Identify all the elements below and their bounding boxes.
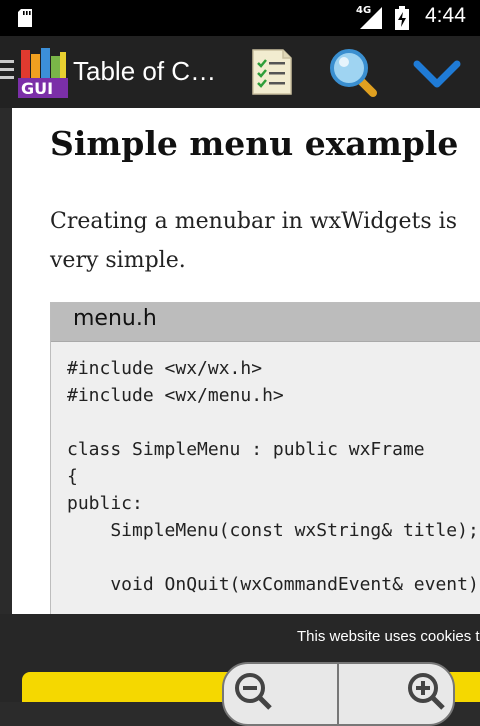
code-line: class SimpleMenu : public wxFrame — [67, 439, 425, 460]
sd-card-icon — [18, 9, 32, 27]
signal-icon: 4G — [352, 5, 386, 31]
article-heading: Simple menu example — [50, 124, 459, 163]
page-title-bar[interactable]: Table of C… — [73, 56, 217, 86]
code-line: public: — [67, 493, 143, 514]
zoom-out-button[interactable] — [222, 662, 340, 726]
zoom-in-button[interactable] — [337, 662, 455, 726]
contents-list-icon[interactable] — [247, 46, 297, 98]
battery-charging-icon — [395, 6, 409, 30]
zoom-in-icon — [408, 673, 445, 710]
clock: 4:44 — [425, 4, 466, 27]
intro-line-1: Creating a menubar in wxWidgets is — [50, 209, 457, 234]
code-line: void OnQuit(wxCommandEvent& event); — [67, 574, 480, 595]
status-bar: 4G 4:44 — [0, 0, 480, 36]
cookie-notice-text: This website uses cookies to ensure you … — [297, 628, 480, 645]
code-file-name: menu.h — [73, 306, 157, 331]
code-line: { — [67, 466, 78, 487]
nav-drawer-icon[interactable] — [0, 60, 14, 84]
app-logo-icon[interactable] — [18, 46, 68, 98]
code-listing: #include <wx/wx.h> #include <wx/menu.h> … — [67, 355, 480, 598]
search-icon[interactable] — [328, 46, 378, 98]
intro-paragraph: Creating a menubar in wxWidgets is very … — [50, 202, 480, 280]
app-logo-text: GUI — [21, 79, 54, 98]
code-block: menu.h #include <wx/wx.h> #include <wx/m… — [50, 302, 480, 614]
zoom-out-icon — [235, 673, 272, 710]
code-line: #include <wx/wx.h> — [67, 358, 263, 379]
chevron-down-icon[interactable] — [412, 46, 462, 98]
code-line: #include <wx/menu.h> — [67, 385, 284, 406]
code-line: SimpleMenu(const wxString& title); — [67, 520, 479, 541]
network-type-label: 4G — [356, 5, 372, 16]
code-file-header: menu.h — [51, 303, 480, 342]
intro-line-2: very simple. — [50, 248, 186, 273]
article-content[interactable]: Simple menu example Creating a menubar i… — [12, 108, 480, 614]
action-bar: GUI Table of C… — [0, 36, 480, 108]
